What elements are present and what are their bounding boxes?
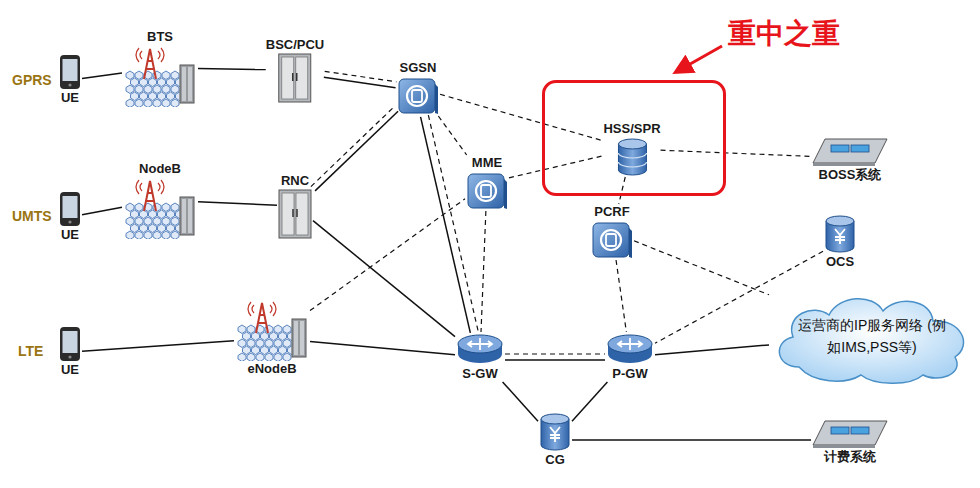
- network-element: UE: [58, 191, 82, 243]
- device-icon: [277, 53, 313, 103]
- element-label: UE: [61, 227, 79, 243]
- element-label: OCS: [826, 254, 854, 270]
- device-icon: [455, 332, 505, 366]
- network-element: UE: [58, 54, 82, 106]
- callout-arrow: [676, 46, 722, 72]
- signalling-link: [310, 199, 465, 311]
- data-link: [655, 345, 769, 355]
- signalling-link: [661, 150, 811, 156]
- element-label: S-GW: [462, 366, 497, 382]
- element-label: NodeB: [139, 161, 181, 177]
- device-icon: [58, 54, 82, 90]
- network-element: eNodeB: [234, 299, 310, 377]
- data-link: [572, 439, 811, 441]
- callout-text: 重中之重: [728, 15, 840, 53]
- element-label: eNodeB: [247, 361, 296, 377]
- data-link: [310, 341, 455, 354]
- device-icon: [58, 191, 82, 227]
- element-label: SGSN: [400, 60, 437, 76]
- network-element: CG: [538, 412, 572, 468]
- network-element: S-GW: [455, 332, 505, 382]
- device-icon: [538, 412, 572, 452]
- element-label: 计费系统: [824, 449, 876, 465]
- signalling-link: [428, 115, 478, 331]
- device-icon: [823, 214, 857, 254]
- network-element: BTS: [122, 29, 198, 107]
- device-icon: [465, 171, 509, 211]
- network-element: SGSN: [396, 60, 440, 116]
- device-icon: [58, 326, 82, 362]
- device-icon: [605, 332, 655, 366]
- signalling-link: [634, 241, 769, 295]
- signalling-link: [440, 94, 603, 141]
- signalling-link: [505, 353, 605, 354]
- cloud-label: 运营商的IP服务网络 (例如IMS,PSS等): [794, 314, 950, 358]
- signalling-link: [438, 116, 466, 155]
- highlight-box: 重中之重HSS/SPR: [542, 80, 726, 196]
- network-type-label: LTE: [18, 343, 43, 359]
- data-link: [503, 382, 538, 421]
- network-element: HSS/SPR: [603, 121, 660, 177]
- element-label: BTS: [147, 29, 173, 45]
- device-icon: [277, 189, 313, 239]
- network-type-label: GPRS: [12, 72, 52, 88]
- element-label: P-GW: [612, 366, 647, 382]
- device-icon: [122, 45, 198, 107]
- device-icon: [811, 415, 889, 449]
- device-icon: [811, 133, 889, 167]
- data-link: [572, 382, 607, 421]
- signalling-link: [311, 107, 394, 187]
- network-type-label: UMTS: [12, 208, 52, 224]
- device-icon: [396, 76, 440, 116]
- signalling-link: [619, 177, 626, 204]
- network-element: PCRF: [590, 204, 634, 260]
- network-element: OCS: [823, 214, 857, 270]
- network-element: BOSS系统: [811, 133, 889, 183]
- element-label: RNC: [281, 173, 309, 189]
- element-label: CG: [545, 452, 565, 468]
- element-label: PCRF: [594, 204, 629, 220]
- element-label: BSC/PCU: [266, 37, 325, 53]
- network-element: NodeB: [122, 161, 198, 239]
- data-link: [82, 207, 122, 215]
- element-label: MME: [472, 155, 502, 171]
- network-element: 计费系统: [811, 415, 889, 465]
- signalling-link: [509, 156, 603, 178]
- data-link: [198, 202, 277, 206]
- signalling-link: [325, 71, 397, 81]
- device-icon: [234, 299, 310, 361]
- data-link: [198, 69, 266, 70]
- network-element: UE: [58, 326, 82, 378]
- element-label: UE: [61, 90, 79, 106]
- network-element: P-GW: [605, 332, 655, 382]
- signalling-link: [616, 260, 626, 332]
- element-label: BOSS系统: [819, 167, 882, 183]
- device-icon: [122, 177, 198, 239]
- data-link: [82, 73, 122, 78]
- network-element: BSC/PCU: [266, 37, 325, 103]
- data-link: [82, 341, 234, 352]
- data-link: [324, 77, 396, 87]
- data-link: [505, 359, 605, 361]
- data-link: [313, 221, 455, 337]
- signalling-link: [481, 211, 486, 332]
- data-link: [315, 111, 398, 191]
- network-cloud: 运营商的IP服务网络 (例如IMS,PSS等): [769, 287, 975, 385]
- device-icon: [615, 137, 649, 177]
- network-element: RNC: [277, 173, 313, 239]
- data-link: [421, 117, 471, 333]
- network-element: MME: [465, 155, 509, 211]
- element-label: UE: [61, 362, 79, 378]
- device-icon: [590, 220, 634, 260]
- element-label: HSS/SPR: [603, 121, 660, 137]
